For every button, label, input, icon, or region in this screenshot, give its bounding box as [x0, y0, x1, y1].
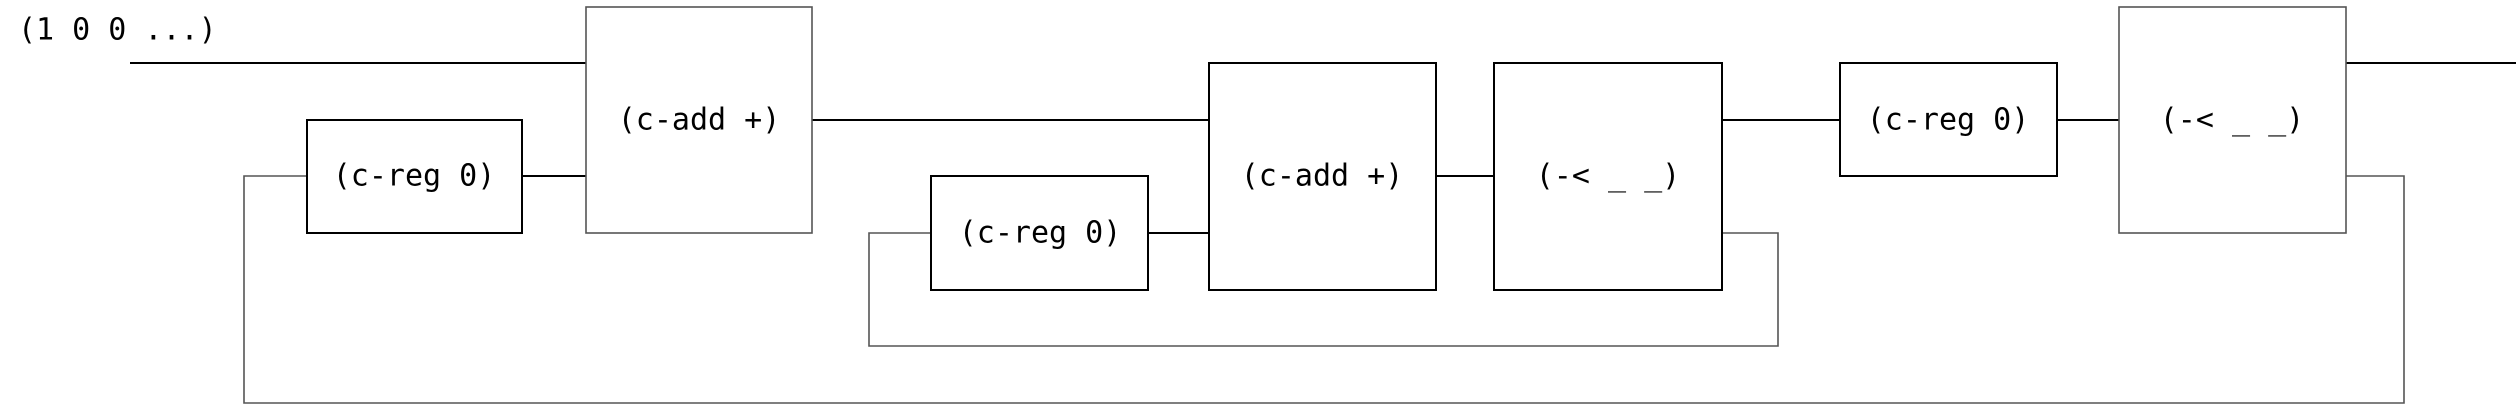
fork-block-1: (-< _ _) — [1493, 62, 1723, 291]
fork-block-2-label: (-< _ _) — [2160, 103, 2305, 138]
creg-block-3: (c-reg 0) — [1839, 62, 2058, 177]
cadd-block-1: (c-add +) — [585, 6, 813, 234]
cadd-block-1-label: (c-add +) — [618, 103, 781, 138]
creg-block-1: (c-reg 0) — [306, 119, 523, 234]
creg-block-3-label: (c-reg 0) — [1867, 103, 2030, 138]
fork-block-2: (-< _ _) — [2118, 6, 2347, 234]
creg-block-2-label: (c-reg 0) — [959, 216, 1122, 251]
input-stream-label: (1 0 0 ...) — [18, 13, 217, 48]
cadd-block-2: (c-add +) — [1208, 62, 1437, 291]
inner-feedback-loop — [868, 232, 1779, 347]
cadd-block-2-label: (c-add +) — [1241, 159, 1404, 194]
fork-block-1-label: (-< _ _) — [1536, 159, 1681, 194]
outer-feedback-loop — [243, 175, 2405, 404]
creg-block-1-label: (c-reg 0) — [333, 159, 496, 194]
creg-block-2: (c-reg 0) — [930, 175, 1149, 291]
